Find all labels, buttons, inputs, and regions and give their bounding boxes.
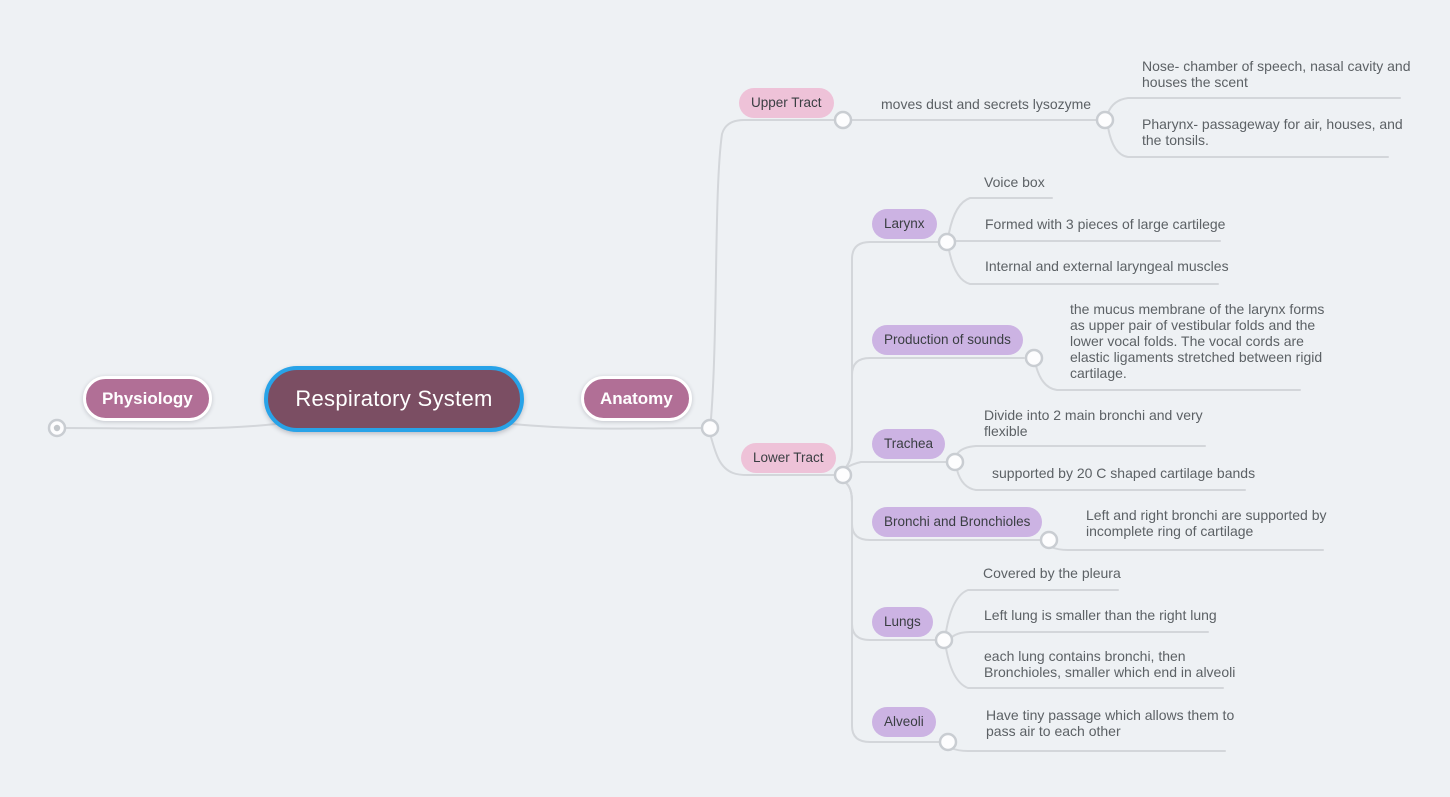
note-lysozyme[interactable]: moves dust and secrets lysozyme	[881, 96, 1092, 112]
junction-alveoli[interactable]	[938, 732, 958, 752]
note-line: Divide into 2 main bronchi and very	[984, 407, 1203, 423]
note-line: Have tiny passage which allows them to	[986, 707, 1235, 723]
note-line: Nose- chamber of speech, nasal cavity an…	[1142, 58, 1411, 74]
note-incomplete-ring[interactable]: Left and right bronchi are supported by …	[1086, 507, 1327, 539]
edge-physiology	[65, 423, 277, 430]
note-line: Left and right bronchi are supported by	[1086, 507, 1327, 523]
note-line: pass air to each other	[986, 723, 1121, 739]
junction-lysozyme[interactable]	[1095, 110, 1115, 130]
note-left-lung-smaller[interactable]: Left lung is smaller than the right lung	[984, 607, 1217, 623]
edge-pharynx	[1107, 126, 1389, 158]
edge-divide	[956, 445, 1206, 455]
edge-alveoli-note	[950, 747, 1226, 752]
note-line: flexible	[984, 423, 1028, 439]
edge-production	[845, 357, 1025, 468]
topic-alveoli[interactable]: Alveoli	[872, 707, 936, 737]
topic-trachea[interactable]: Trachea	[872, 429, 946, 459]
note-line: supported by 20 C shaped cartilage bands	[992, 465, 1256, 481]
edge-each-lung	[945, 647, 1224, 689]
note-nose[interactable]: Nose- chamber of speech, nasal cavity an…	[1142, 58, 1410, 90]
edge-nose	[1107, 97, 1401, 114]
root-topic[interactable]: Respiratory System	[264, 366, 524, 432]
collapse-dot	[53, 424, 61, 432]
topic-upper-tract[interactable]: Upper Tract	[739, 88, 834, 118]
topic-physiology[interactable]: Physiology	[83, 376, 212, 421]
note-pharynx[interactable]: Pharynx- passageway for air, houses, and…	[1142, 116, 1403, 148]
junction-lungs[interactable]	[934, 630, 954, 650]
note-line: as upper pair of vestibular folds and th…	[1070, 317, 1316, 333]
edge-internal	[948, 249, 1219, 285]
note-line: houses the scent	[1142, 74, 1248, 90]
edge-lower-tract	[710, 436, 835, 476]
note-line: Formed with 3 pieces of large cartilege	[985, 216, 1226, 232]
edge-anatomy	[511, 423, 702, 430]
note-line: Pharynx- passageway for air, houses, and	[1142, 116, 1403, 132]
note-line: lower vocal folds. The vocal cords are	[1070, 333, 1304, 349]
note-line: Bronchioles, smaller which end in alveol…	[984, 664, 1236, 680]
note-voice-box[interactable]: Voice box	[984, 174, 1045, 190]
topic-bronchi-and-bronchioles[interactable]: Bronchi and Bronchioles	[872, 507, 1043, 537]
junction-trachea[interactable]	[945, 452, 965, 472]
note-mucus-membrane[interactable]: the mucus membrane of the larynx forms a…	[1070, 301, 1324, 381]
junction-bronchi[interactable]	[1039, 530, 1059, 550]
topic-larynx[interactable]: Larynx	[872, 209, 937, 239]
edge-covered	[945, 589, 1119, 633]
note-line: incomplete ring of cartilage	[1086, 523, 1254, 539]
note-line: Left lung is smaller than the right lung	[984, 607, 1217, 623]
junction-lower-tract[interactable]	[833, 465, 853, 485]
note-formed-cartilege[interactable]: Formed with 3 pieces of large cartilege	[985, 216, 1225, 232]
note-line: each lung contains bronchi, then	[984, 648, 1186, 664]
note-each-lung[interactable]: each lung contains bronchi, then Bronchi…	[984, 648, 1235, 680]
note-tiny-passage[interactable]: Have tiny passage which allows them to p…	[986, 707, 1234, 739]
edge-voice-box	[948, 197, 1053, 234]
note-line: the tonsils.	[1142, 132, 1209, 148]
note-line: the mucus membrane of the larynx forms	[1070, 301, 1325, 317]
junction-anatomy[interactable]	[700, 418, 720, 438]
edge-bronchi-note	[1050, 546, 1324, 551]
junction-larynx[interactable]	[937, 232, 957, 252]
topic-lower-tract[interactable]: Lower Tract	[741, 443, 836, 473]
note-line: Internal and external laryngeal muscles	[985, 258, 1229, 274]
note-laryngeal-muscles[interactable]: Internal and external laryngeal muscles	[985, 258, 1229, 274]
edge-alveoli	[845, 482, 940, 743]
edge-left-lung	[951, 631, 1209, 638]
note-line: elastic ligaments stretched between rigi…	[1070, 349, 1323, 365]
topic-lungs[interactable]: Lungs	[872, 607, 933, 637]
junction-upper-tract[interactable]	[833, 110, 853, 130]
note-line: Covered by the pleura	[983, 565, 1121, 581]
junction-production[interactable]	[1024, 348, 1044, 368]
note-cartilage-bands[interactable]: supported by 20 C shaped cartilage bands	[992, 465, 1255, 481]
topic-anatomy[interactable]: Anatomy	[581, 376, 692, 421]
edge-trachea	[845, 461, 947, 469]
edge-upper-tract	[710, 119, 835, 420]
note-line: Voice box	[984, 174, 1045, 190]
note-line: cartilage.	[1070, 365, 1127, 381]
edge-supported	[956, 469, 1246, 491]
edge-production-note	[1035, 365, 1301, 391]
note-pleura[interactable]: Covered by the pleura	[983, 565, 1121, 581]
note-divide-bronchi[interactable]: Divide into 2 main bronchi and very flex…	[984, 407, 1203, 439]
topic-production-of-sounds[interactable]: Production of sounds	[872, 325, 1023, 355]
